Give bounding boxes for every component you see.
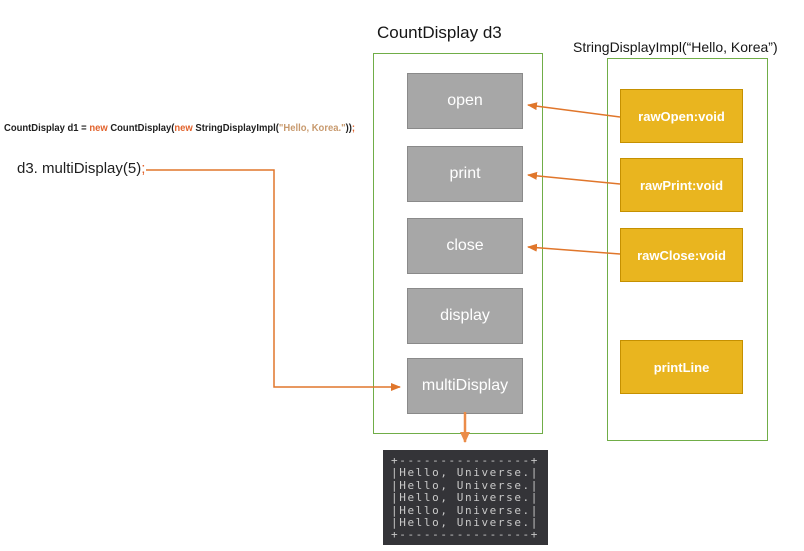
code-text: )) bbox=[345, 122, 352, 134]
code-text: CountDisplay d1 = bbox=[4, 122, 90, 134]
code-text: d3. multiDisplay(5) bbox=[17, 160, 142, 177]
method-box-printline: printLine bbox=[620, 340, 743, 394]
method-box-open: open bbox=[407, 73, 523, 129]
count-display-title: CountDisplay d3 bbox=[377, 23, 502, 42]
console-output: +----------------+ |Hello, Universe.| |H… bbox=[383, 450, 548, 545]
keyword-new: new bbox=[89, 122, 108, 134]
code-text: CountDisplay( bbox=[107, 122, 175, 134]
method-box-rawclose: rawClose:void bbox=[620, 228, 743, 282]
string-display-impl-title: StringDisplayImpl(“Hello, Korea”) bbox=[573, 39, 778, 55]
semicolon: ; bbox=[351, 122, 356, 134]
method-box-rawprint: rawPrint:void bbox=[620, 158, 743, 212]
string-literal: "Hello, Korea." bbox=[278, 122, 346, 134]
keyword-new: new bbox=[174, 122, 193, 134]
method-box-rawopen: rawOpen:void bbox=[620, 89, 743, 143]
code-text: StringDisplayImpl( bbox=[192, 122, 279, 134]
semicolon: ; bbox=[141, 160, 146, 177]
code-line-constructor: CountDisplay d1 = new CountDisplay(new S… bbox=[4, 122, 355, 134]
console-line: |Hello, Universe.| bbox=[391, 466, 540, 480]
console-line: |Hello, Universe.| bbox=[391, 516, 540, 530]
console-line: |Hello, Universe.| bbox=[391, 478, 540, 492]
code-line-multidisplay-call: d3. multiDisplay(5); bbox=[17, 160, 145, 177]
console-line: |Hello, Universe.| bbox=[391, 503, 540, 517]
arrow-call-to-multidisplay bbox=[146, 169, 401, 391]
console-line: +----------------+ bbox=[391, 528, 540, 542]
method-box-multidisplay: multiDisplay bbox=[407, 358, 523, 414]
console-line: +----------------+ bbox=[391, 454, 540, 467]
method-box-print: print bbox=[407, 146, 523, 202]
console-line: |Hello, Universe.| bbox=[391, 491, 540, 505]
method-box-display: display bbox=[407, 288, 523, 344]
method-box-close: close bbox=[407, 218, 523, 274]
